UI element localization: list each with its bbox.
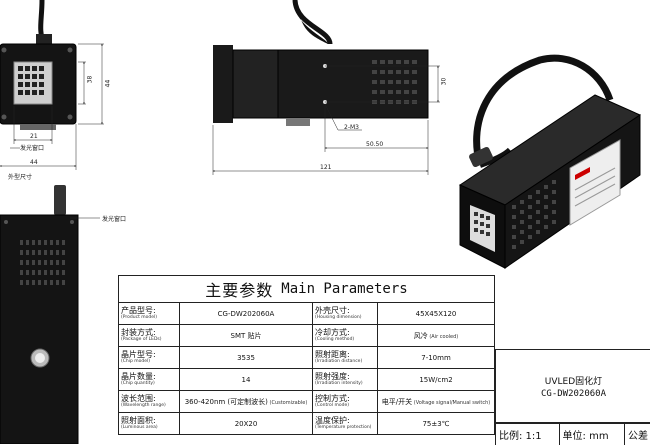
- param-value: 45X45X120: [415, 309, 457, 318]
- param-label-en: (Irradiation intensity): [315, 381, 363, 386]
- param-label-en: (Housing dimension): [315, 315, 362, 320]
- side-vent-grid: [20, 240, 65, 285]
- param-value-en: (Air cooled): [427, 333, 459, 340]
- top-view: [212, 0, 440, 175]
- params-row: 晶片型号:(Chip model) 3535 照射距离:(Irradiation d…: [118, 346, 495, 369]
- scale-label: 比例: 1:1: [496, 423, 560, 445]
- params-title: 主要参数 Main Parameters: [118, 275, 495, 302]
- product-model: CG-DW202060A: [540, 389, 607, 399]
- params-row: 照射面积:(Luminous area) 20X20 温度保护:(Temperatu…: [118, 412, 495, 435]
- front-window-label: 发光窗口: [20, 145, 45, 152]
- param-value: 360-420nm (可定制波长): [184, 397, 268, 406]
- param-value: 20X20: [234, 419, 258, 428]
- param-label-en: (Wavelength range): [121, 403, 166, 408]
- param-label-cn: 温度保护:: [315, 416, 350, 425]
- iso-led-grid: [474, 212, 490, 236]
- front-dim-window-width: 21: [30, 133, 38, 140]
- param-label-cn: 产品型号:: [121, 306, 156, 315]
- params-row: 封装方式:(Package of LEDs) SMT 贴片 冷却方式:(Coolin…: [118, 324, 495, 347]
- led-grid: [18, 66, 44, 95]
- param-value: 风冷: [413, 331, 428, 340]
- param-label-en: (Luminous area): [121, 425, 158, 430]
- side-window-label: 发光窗口: [102, 216, 127, 223]
- param-label-en: (Control mode): [315, 403, 349, 408]
- param-value: 14: [241, 375, 251, 384]
- iso-product-view: [458, 54, 642, 269]
- param-label-cn: 晶片数量:: [121, 372, 156, 381]
- param-value: CG-DW202060A: [217, 309, 275, 318]
- params-title-en: Main Parameters: [281, 281, 408, 297]
- front-dim-outer-width: 44: [30, 159, 38, 166]
- param-value: SMT 贴片: [230, 331, 262, 340]
- outer-size-label: 外型尺寸: [8, 174, 33, 181]
- param-label-cn: 控制方式:: [315, 394, 350, 403]
- params-row: 产品型号:(Product model) CG-DW202060A 外壳尺寸:(Ho…: [118, 302, 495, 325]
- param-label-cn: 波长范围:: [121, 394, 156, 403]
- param-label-cn: 冷却方式:: [315, 328, 350, 337]
- unit-label: 单位: mm: [560, 423, 625, 445]
- param-value-en: (Voltage signal/Manual switch): [412, 399, 491, 406]
- param-label-en: (Chip quantity): [121, 381, 155, 386]
- param-label-cn: 照射强度:: [315, 372, 350, 381]
- top-dim-length: 121: [320, 164, 332, 171]
- param-label-cn: 照射距离:: [315, 350, 350, 359]
- title-block: UVLED固化灯 CG-DW202060A: [495, 349, 650, 424]
- params-row: 晶片数量:(Chip quantity) 14 照射强度:(Irradiation …: [118, 368, 495, 391]
- param-value: 电平/开关: [381, 397, 413, 406]
- param-value: 7-10mm: [421, 353, 451, 362]
- params-row: 波长范围:(Wavelength range) 360-420nm (可定制波长)…: [118, 390, 495, 413]
- iso-vent-grid: [512, 180, 556, 249]
- param-label-cn: 照射面积:: [121, 416, 156, 425]
- param-label-en: (Product model): [121, 315, 158, 320]
- param-label-cn: 晶片型号:: [121, 350, 156, 359]
- param-label-en: (Cooling method): [315, 337, 355, 342]
- top-dim-hole: 2-M3: [344, 124, 359, 131]
- scale-row: 比例: 1:1 单位: mm 公差: [495, 422, 650, 445]
- param-label-en: (Package of LEDs): [121, 337, 162, 342]
- param-value: 3535: [237, 353, 255, 362]
- front-dim-height: 38: [86, 75, 94, 84]
- param-value: 75±3℃: [422, 419, 450, 428]
- tolerance-label: 公差: [628, 430, 648, 442]
- params-table: 产品型号:(Product model) CG-DW202060A 外壳尺寸:(Ho…: [118, 302, 495, 435]
- param-value-en: (Customizable): [267, 399, 308, 406]
- top-dim-height: 30: [440, 77, 448, 86]
- param-value: 15W/cm2: [419, 375, 453, 384]
- params-title-cn: 主要参数: [205, 281, 274, 300]
- param-label-en: (Irradiation distance): [315, 359, 363, 364]
- product-name: UVLED固化灯: [544, 377, 603, 387]
- front-dim-outer-height: 44: [104, 79, 112, 88]
- top-dim-hole-offset: 50.50: [366, 141, 384, 148]
- param-label-cn: 外壳尺寸:: [315, 306, 350, 315]
- side-view: [0, 185, 100, 444]
- param-label-en: (Temperature protection): [315, 425, 372, 430]
- front-view: [0, 0, 104, 170]
- param-label-cn: 封装方式:: [121, 328, 156, 337]
- param-label-en: (Chip model): [121, 359, 151, 364]
